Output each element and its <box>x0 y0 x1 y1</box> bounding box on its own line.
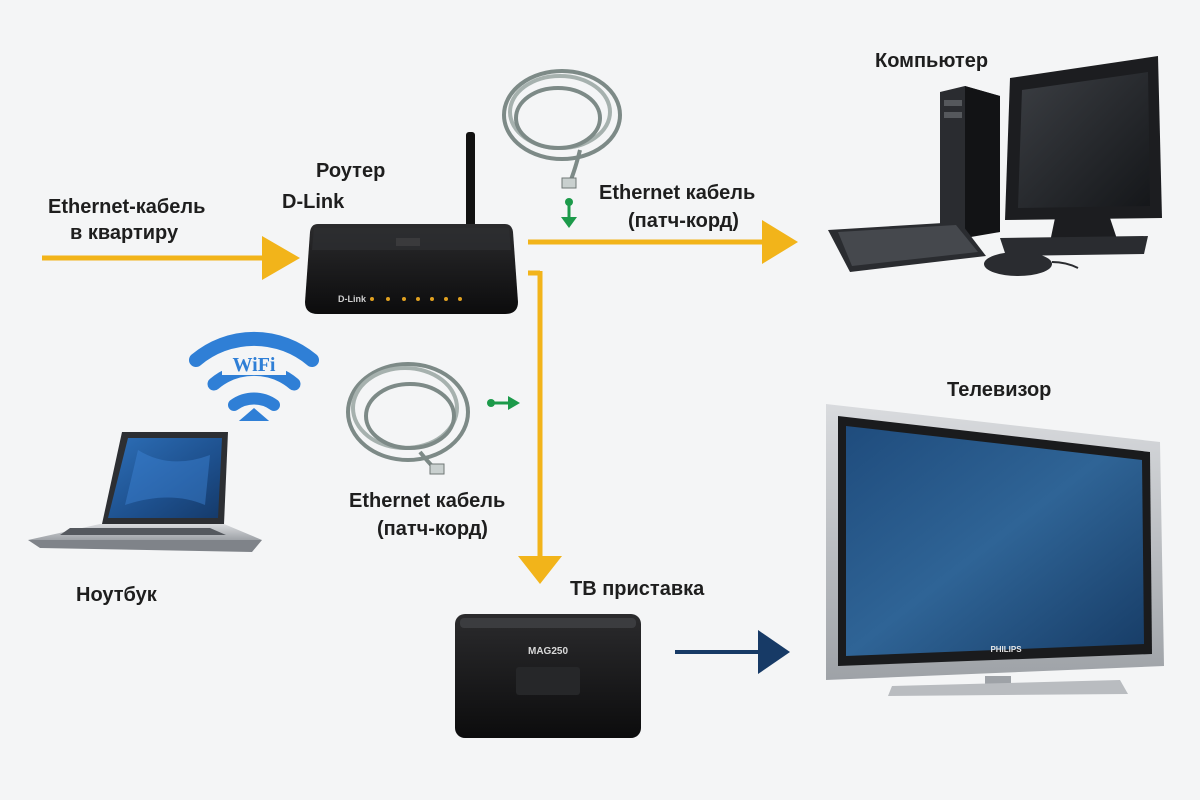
cable-plug-down-icon <box>561 198 577 228</box>
label-tv: Телевизор <box>947 379 1052 401</box>
label-ethernet-in-line1: Ethernet-кабель <box>48 196 206 218</box>
patch-cord-top-icon <box>502 69 622 189</box>
label-patch-middle-line2: (патч-корд) <box>377 518 488 540</box>
arrow-to-tv <box>675 630 790 674</box>
label-patch-top-line2: (патч-корд) <box>628 210 739 232</box>
label-patch-top-line1: Ethernet кабель <box>599 182 756 204</box>
cable-plug-right-icon <box>487 396 520 410</box>
settop-box-device: MAG250 <box>455 614 641 738</box>
router-brand-text: D-Link <box>338 294 367 304</box>
label-router-line1: Роутер <box>316 160 386 182</box>
tv-brand-text: PHILIPS <box>990 645 1022 654</box>
tv-device: PHILIPS <box>826 404 1164 696</box>
arrow-to-computer <box>528 220 798 264</box>
label-laptop: Ноутбук <box>76 584 157 606</box>
computer-device <box>828 56 1162 276</box>
wifi-icon: WiFi <box>189 331 319 421</box>
arrow-to-settop <box>518 270 562 584</box>
label-ethernet-in-line2: в квартиру <box>70 222 179 244</box>
laptop-device <box>28 432 262 552</box>
label-router-line2: D-Link <box>282 191 345 213</box>
arrow-ethernet-in <box>42 236 300 280</box>
label-settop: ТВ приставка <box>570 578 705 600</box>
router-device: D-Link <box>305 132 518 314</box>
wifi-text: WiFi <box>233 354 276 376</box>
patch-cord-middle-icon <box>346 362 470 475</box>
settop-model-text: MAG250 <box>528 646 568 657</box>
label-patch-middle-line1: Ethernet кабель <box>349 490 506 512</box>
label-computer: Компьютер <box>875 50 989 72</box>
